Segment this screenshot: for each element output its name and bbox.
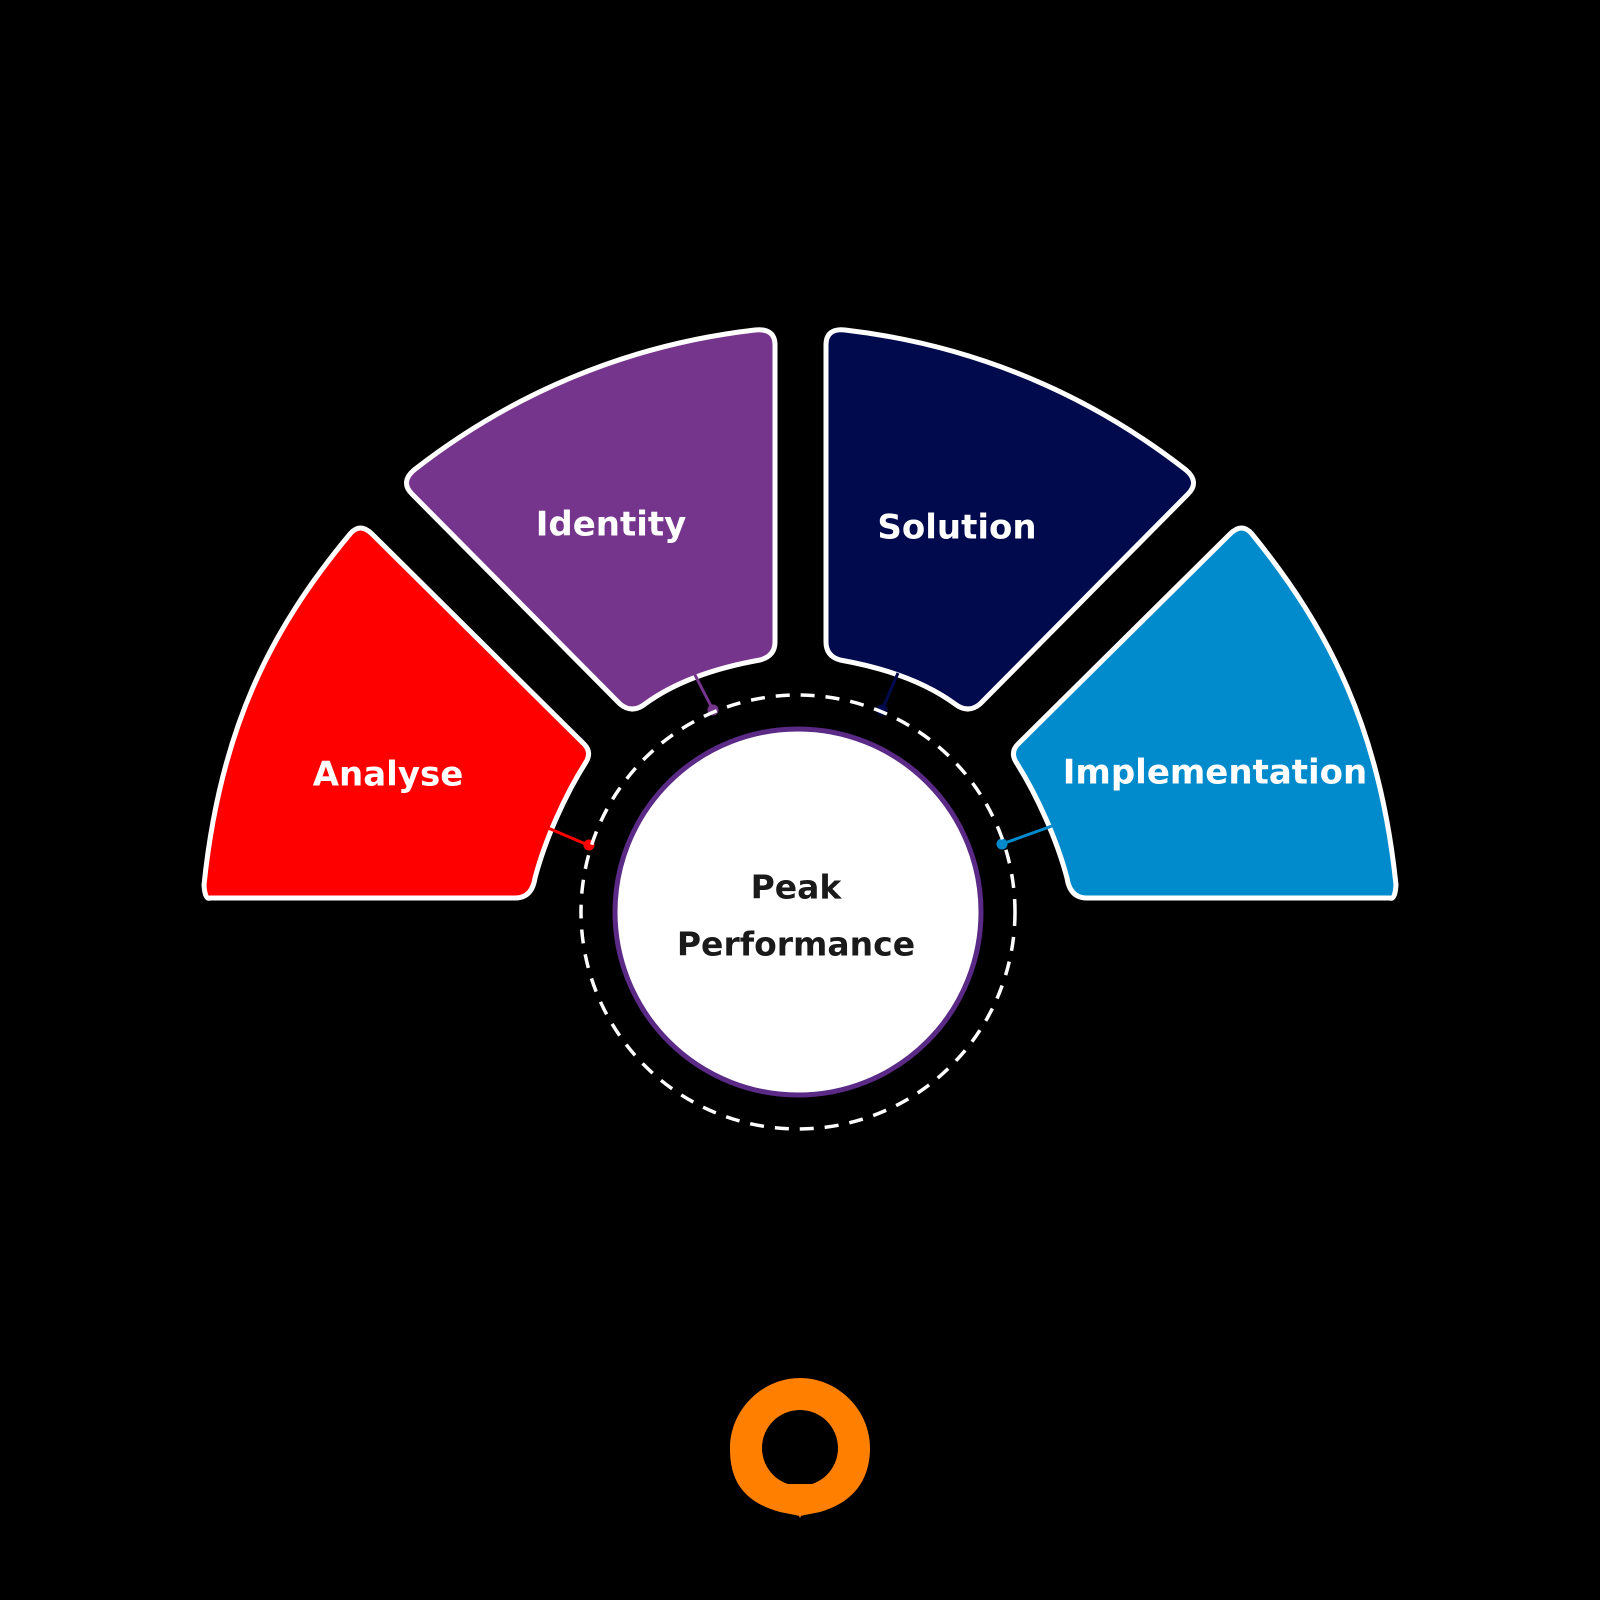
segment-analyse-connector xyxy=(547,826,589,847)
map-pin-logo-icon xyxy=(730,1378,870,1516)
dashed-orbit-ring xyxy=(579,693,1017,1131)
segment-solution: Solution xyxy=(823,327,1196,716)
segment-analyse-shape xyxy=(201,525,592,901)
segment-implementation-dot xyxy=(996,838,1008,850)
segment-identity-label: Identity xyxy=(536,505,687,545)
segment-solution-connector xyxy=(880,672,900,711)
center-title-line2: Performance xyxy=(677,925,915,964)
segment-analyse-label: Analyse xyxy=(313,755,464,795)
center-hub: Peak Performance xyxy=(612,726,984,1098)
segment-identity-connector xyxy=(692,672,715,711)
segment-implementation: Implementation xyxy=(996,525,1399,901)
brand-logo xyxy=(730,1378,870,1518)
segment-implementation-label: Implementation xyxy=(1063,753,1368,793)
center-title-line1: Peak xyxy=(751,868,843,907)
segment-implementation-shape xyxy=(1010,525,1399,901)
segment-implementation-connector xyxy=(1001,824,1053,846)
segment-solution-shape xyxy=(823,327,1196,712)
map-pin-logo-notch xyxy=(782,1484,818,1518)
segment-identity-shape xyxy=(404,327,778,712)
center-circle xyxy=(612,726,984,1098)
segment-solution-label: Solution xyxy=(877,508,1036,548)
segment-analyse: Analyse xyxy=(201,525,595,901)
